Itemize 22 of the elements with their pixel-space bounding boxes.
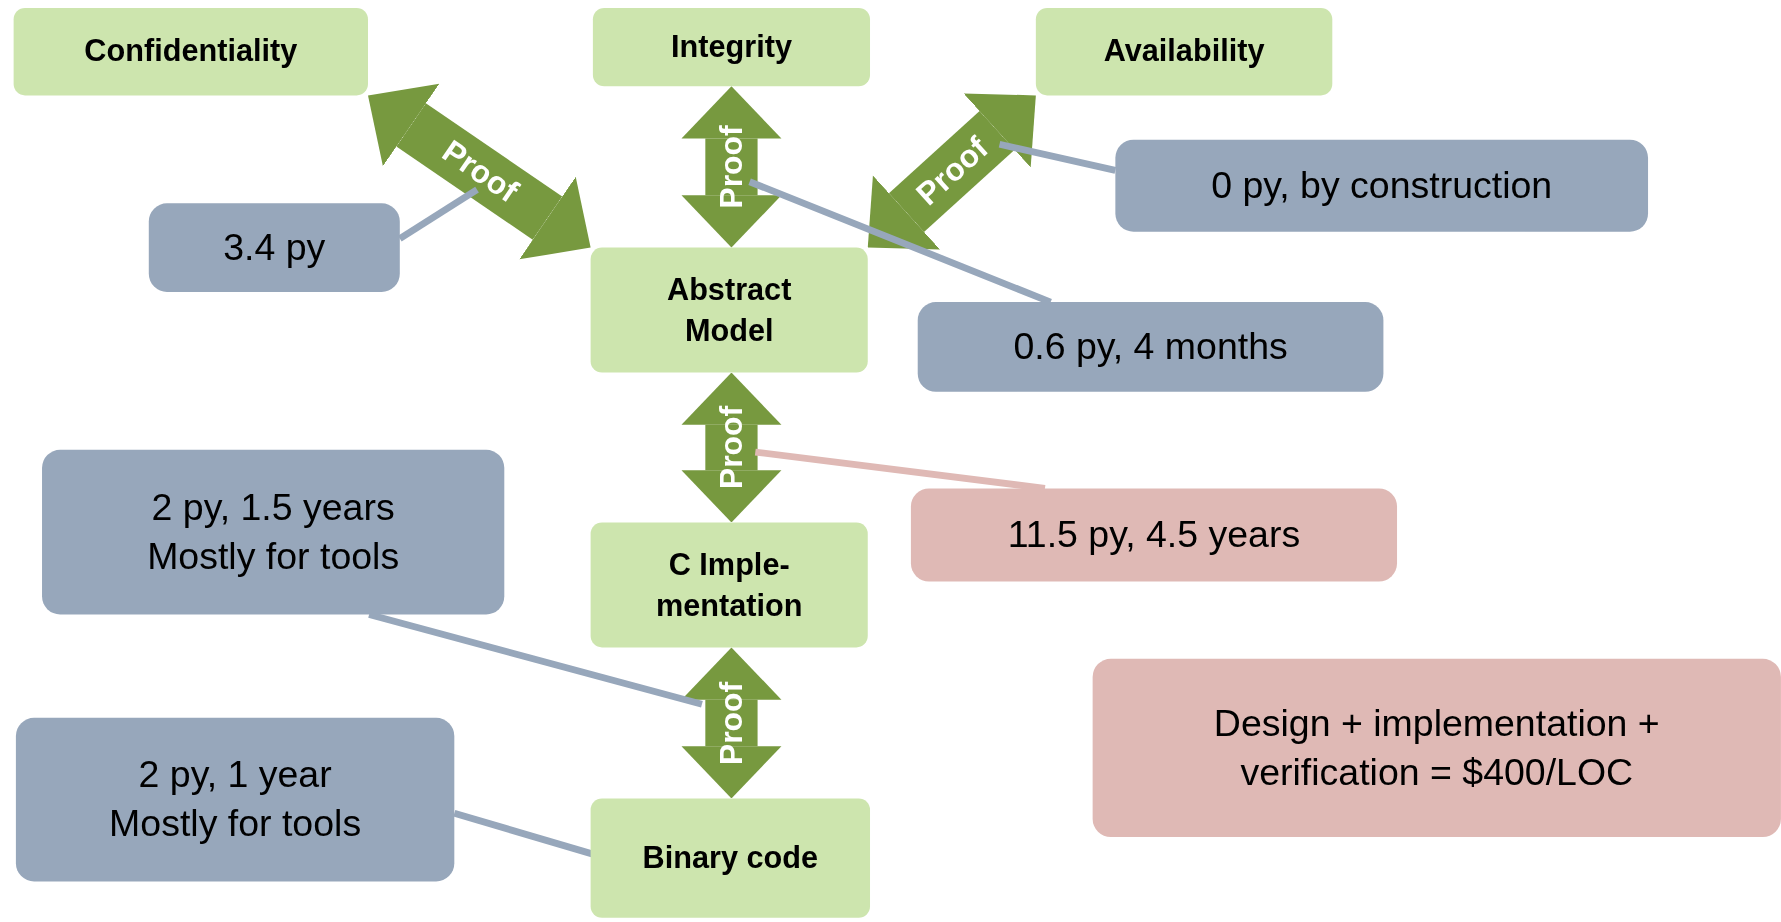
- callout-box: 2 py, 1.5 years Mostly for tools: [42, 449, 505, 615]
- callout-box: Design + implementation + verification = $400/LOC: [1092, 658, 1781, 838]
- double-arrow: [681, 86, 782, 248]
- process-box: Integrity: [592, 7, 870, 87]
- callout-box: 0 py, by construction: [1115, 139, 1649, 232]
- double-arrow: [681, 372, 782, 523]
- process-box: C Imple-mentation: [590, 522, 868, 648]
- edge-label: Proof: [713, 125, 750, 209]
- callout-box: 3.4 py: [148, 203, 400, 292]
- process-box: Binary code: [590, 798, 870, 918]
- edge-label: Proof: [713, 406, 750, 489]
- process-box: Availability: [1035, 7, 1333, 96]
- process-box: Confidentiality: [13, 7, 368, 96]
- process-box: Abstract Model: [590, 247, 868, 373]
- callout-box: 2 py, 1 year Mostly for tools: [15, 717, 455, 882]
- double-arrow: [681, 647, 782, 799]
- callout-box: 0.6 py, 4 months: [917, 302, 1384, 392]
- edge-label: Proof: [713, 681, 750, 765]
- double-arrow: [867, 93, 1036, 250]
- double-arrow: [368, 83, 591, 260]
- leader-line: [998, 140, 1117, 174]
- callout-box: 11.5 py, 4.5 years: [910, 488, 1398, 582]
